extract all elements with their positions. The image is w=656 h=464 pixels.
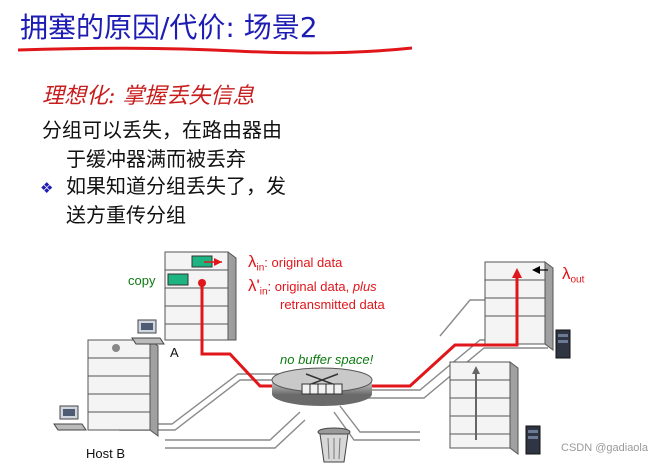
router-icon bbox=[272, 368, 372, 406]
host-b-building bbox=[88, 340, 158, 436]
server-icon bbox=[526, 426, 540, 454]
computer-icon bbox=[54, 406, 86, 430]
lambda-out-label: λout bbox=[562, 264, 584, 286]
copy-label: copy bbox=[128, 273, 155, 288]
flow-origin-dot bbox=[198, 279, 206, 287]
server-icon bbox=[556, 330, 570, 358]
second-host-building bbox=[450, 362, 518, 454]
lambda-in-prime-label: λ'in: original data, plus bbox=[248, 276, 377, 298]
lambda-in-label: λin: original data bbox=[248, 252, 342, 274]
trash-can-icon bbox=[318, 428, 350, 462]
host-b-label: Host B bbox=[86, 446, 125, 461]
no-buffer-label: no buffer space! bbox=[280, 352, 373, 367]
retransmitted-label: retransmitted data bbox=[280, 297, 385, 312]
copy-packet bbox=[168, 274, 188, 285]
computer-icon bbox=[132, 320, 164, 344]
watermark: CSDN @gadiaola bbox=[561, 442, 648, 454]
host-a-label: A bbox=[170, 345, 179, 360]
